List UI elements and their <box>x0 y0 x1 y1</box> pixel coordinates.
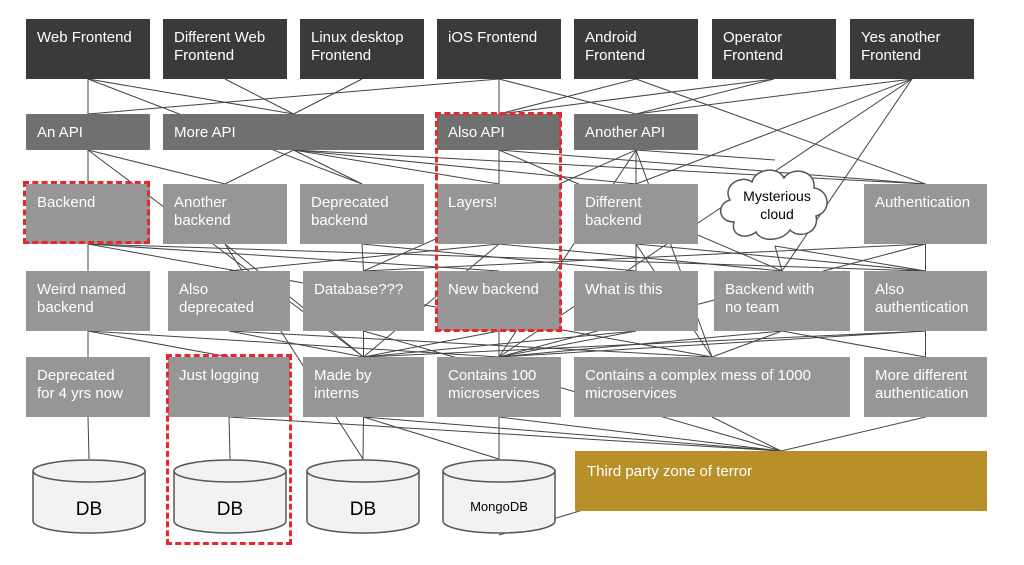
api-box: More API <box>163 114 424 150</box>
backend-box: Deprecated backend <box>300 184 424 244</box>
backend-box: Made by interns <box>303 357 424 417</box>
backend-box: Contains 100 microservices <box>437 357 561 417</box>
database-icon <box>306 459 420 534</box>
backend-box: Another backend <box>163 184 287 244</box>
edge-b7-d4 <box>498 243 926 358</box>
backend-box: Backend with no team <box>714 271 850 331</box>
third-party-zone: Third party zone of terror <box>575 451 987 511</box>
edge-d3-db4 <box>363 416 500 460</box>
backend-box: Deprecated for 4 yrs now <box>26 357 150 417</box>
cloud-shape <box>720 169 828 240</box>
edge-d5-tp <box>711 416 782 452</box>
database-label: DB <box>75 499 103 520</box>
edge-f3-a2 <box>293 78 363 115</box>
edge-c5-d3 <box>363 330 637 358</box>
edge-d6-tp <box>780 416 926 452</box>
frontend-box: Operator Frontend <box>712 19 836 79</box>
frontend-box: Android Frontend <box>574 19 698 79</box>
backend-box: Also deprecated <box>168 271 290 331</box>
edge-f1-a2 <box>87 78 294 115</box>
database-cylinder: DB <box>173 459 287 535</box>
highlight-dashed-box <box>435 112 562 332</box>
api-box: An API <box>26 114 150 150</box>
frontend-box: Yes another Frontend <box>850 19 974 79</box>
edge-c6-d4 <box>498 330 783 358</box>
edge-c7-d4 <box>498 330 926 358</box>
database-cylinder: MongoDB <box>442 459 556 535</box>
frontend-box: Different Web Frontend <box>163 19 287 79</box>
edge-a4-b6 <box>635 149 776 161</box>
highlight-dashed-box <box>166 354 292 545</box>
api-box: Another API <box>574 114 698 150</box>
frontend-box: Linux desktop Frontend <box>300 19 424 79</box>
edge-c1-d4 <box>87 330 500 358</box>
edge-d1-db1 <box>87 416 90 460</box>
edge-a1-b2 <box>87 149 226 185</box>
edge-f4-a1 <box>87 78 500 115</box>
backend-box: Contains a complex mess of 1000 microser… <box>574 357 850 417</box>
edge-c6-d5 <box>711 330 783 358</box>
backend-box: Also authentication <box>864 271 987 331</box>
backend-box: Database??? <box>303 271 424 331</box>
backend-box: Different backend <box>574 184 698 244</box>
edge-f7-a4 <box>635 78 913 115</box>
edge-d4-tp <box>498 416 782 452</box>
edge-b5-c7 <box>635 243 926 272</box>
backend-box: New backend <box>437 271 561 331</box>
edge-f6-a3 <box>498 78 775 115</box>
edge-c6-d6 <box>781 330 926 358</box>
frontend-box: iOS Frontend <box>437 19 561 79</box>
frontend-box: Web Frontend <box>26 19 150 79</box>
database-cylinder: DB <box>306 459 420 535</box>
edge-b6-c6 <box>774 245 783 272</box>
backend-box: Layers! <box>437 184 561 244</box>
database-icon <box>32 459 146 534</box>
cloud-label: Mysterious cloud <box>743 188 811 222</box>
database-label: DB <box>349 499 377 520</box>
edge-d3-db3 <box>362 416 364 460</box>
edge-f4-a4 <box>498 78 637 115</box>
backend-box: Weird named backend <box>26 271 150 331</box>
api-box: Also API <box>437 114 561 150</box>
database-label: DB <box>216 499 244 520</box>
edge-f6-a4 <box>635 78 775 115</box>
highlight-dashed-box <box>23 181 150 244</box>
edge-c7-d3 <box>363 330 926 358</box>
backend-box: Backend <box>26 184 150 244</box>
backend-box: Just logging <box>168 357 290 417</box>
edge-c2-d5 <box>228 330 713 358</box>
edge-b6-c7 <box>774 245 926 272</box>
edge-c4-d3 <box>363 330 500 358</box>
database-cylinder: DB <box>32 459 146 535</box>
edge-d2-tp <box>228 416 782 452</box>
backend-box: Authentication <box>864 184 987 244</box>
edge-a2-b2 <box>224 149 294 185</box>
edge-f5-a3 <box>498 78 637 115</box>
database-icon <box>442 459 556 534</box>
edge-c5-d4 <box>498 330 637 358</box>
edge-f2-a2 <box>224 78 294 115</box>
backend-box: What is this <box>574 271 698 331</box>
edge-b3-c3 <box>361 243 364 272</box>
edge-a2-b3 <box>293 149 363 185</box>
database-icon <box>173 459 287 534</box>
edge-d3-tp <box>363 416 782 452</box>
database-label: MongoDB <box>470 499 528 514</box>
backend-box: More different authentication <box>864 357 987 417</box>
